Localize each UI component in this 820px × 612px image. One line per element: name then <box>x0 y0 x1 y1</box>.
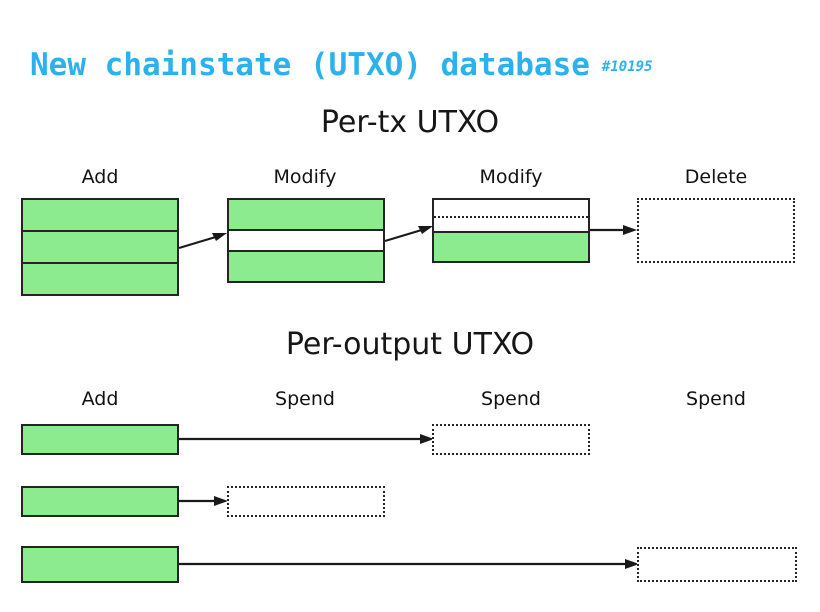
flow-arrow-1 <box>178 228 229 250</box>
utxo-cell-green <box>227 198 385 231</box>
utxo-cell-white <box>227 229 385 252</box>
page-title: New chainstate (UTXO) database #10195 <box>30 50 653 81</box>
per-output-row-2-target <box>227 486 385 517</box>
spend-arrow-1 <box>179 432 435 446</box>
column-label-add-per-output: Add <box>81 388 119 410</box>
per-output-row-3-target <box>637 547 797 582</box>
column-label-add-per-tx: Add <box>81 166 119 188</box>
utxo-cell-green <box>21 262 179 296</box>
column-label-modify-1: Modify <box>273 166 337 188</box>
column-label-spend-1: Spend <box>275 388 335 410</box>
section-heading-per-tx: Per-tx UTXO <box>320 105 500 140</box>
utxo-cell-green <box>21 546 179 583</box>
column-label-modify-2: Modify <box>479 166 543 188</box>
utxo-cell-green <box>21 424 179 455</box>
spent-divider <box>434 216 588 218</box>
per-output-row-3-source <box>21 546 179 583</box>
page-title-text: New chainstate (UTXO) database <box>30 47 590 83</box>
flow-arrow-3 <box>590 223 638 237</box>
flow-arrow-2 <box>384 222 435 244</box>
per-output-row-2-source <box>21 486 179 517</box>
page-title-reference: #10195 <box>601 59 653 75</box>
section-heading-per-output: Per-output UTXO <box>285 327 535 362</box>
per-output-row-1-source <box>21 424 179 455</box>
utxo-cell-spent <box>432 198 590 233</box>
utxo-cell-green <box>432 231 590 263</box>
utxo-cell-green <box>21 230 179 264</box>
per-tx-add-box <box>21 198 179 296</box>
spend-arrow-2 <box>179 494 229 508</box>
per-tx-modify-box-2 <box>432 198 590 263</box>
utxo-cell-green <box>21 198 179 232</box>
column-label-spend-3: Spend <box>686 388 746 410</box>
utxo-cell-green <box>227 250 385 283</box>
utxo-cell-green <box>21 486 179 517</box>
column-label-spend-2: Spend <box>481 388 541 410</box>
spend-arrow-3 <box>179 557 640 571</box>
column-label-delete: Delete <box>684 166 748 188</box>
per-tx-delete-box <box>637 198 795 263</box>
per-tx-modify-box-1 <box>227 198 385 283</box>
per-output-row-1-target <box>432 424 590 455</box>
